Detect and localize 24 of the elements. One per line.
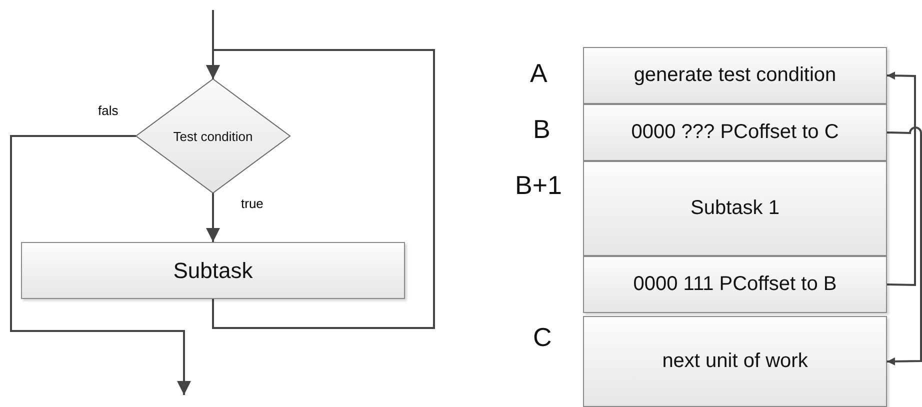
arrow: [886, 126, 922, 366]
address-label: B: [533, 114, 550, 145]
process-box: [583, 316, 887, 407]
address-label: B+1: [515, 170, 562, 201]
process-box: [583, 47, 887, 104]
arrow: [206, 49, 435, 329]
arrow: [206, 193, 220, 242]
edge-label: fals: [97, 103, 120, 118]
process-box: [583, 161, 887, 256]
decision-diamond: [136, 79, 290, 193]
node-text: Subtask 1: [690, 197, 780, 220]
process-box: [583, 256, 887, 313]
node-text: 0000 ??? PCoffset to C: [631, 121, 839, 144]
address-label: A: [530, 58, 548, 89]
arrow: [886, 72, 916, 286]
node-text: generate test condition: [634, 64, 836, 87]
process-box: [21, 242, 405, 299]
arrow: [10, 135, 191, 395]
node-text: Test condition: [173, 128, 253, 144]
process-box: [583, 104, 887, 161]
node-text: next unit of work: [662, 350, 808, 373]
node-text: Subtask: [173, 258, 253, 284]
node-text: 0000 111 PCoffset to B: [633, 273, 837, 296]
address-label: C: [533, 322, 552, 353]
